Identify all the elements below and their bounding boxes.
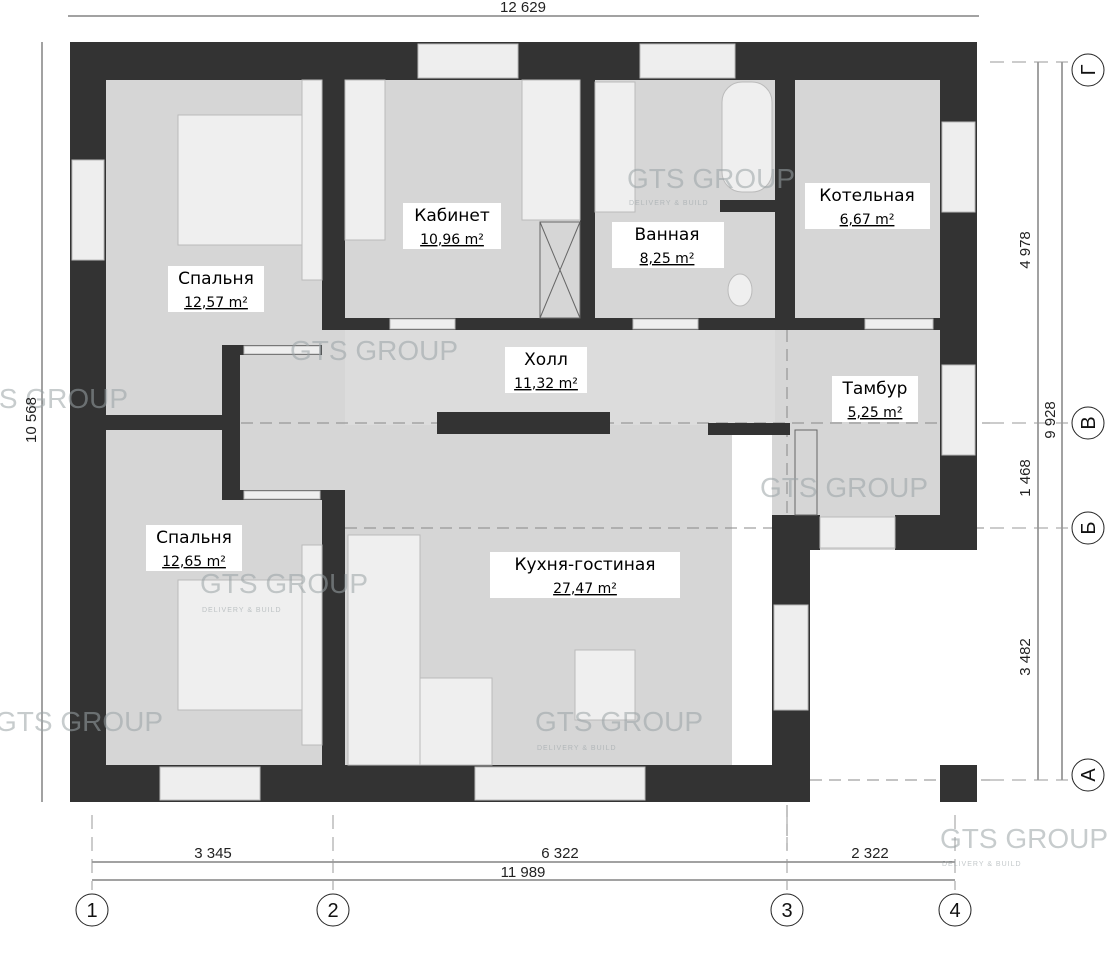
svg-text:10,96 m²: 10,96 m²	[420, 232, 484, 248]
room-kitchen-living: Кухня-гостиная 27,47 m²	[490, 552, 680, 598]
svg-text:GTS GROUP: GTS GROUP	[627, 163, 795, 194]
porch	[810, 550, 940, 765]
dining-table	[574, 649, 636, 721]
axis-markers	[75, 53, 1105, 927]
watermarks: GTS GROUP GTS GROUP GTS GROUP GTS GROUP …	[0, 163, 1108, 868]
sofa	[347, 534, 421, 766]
svg-text:DELIVERY & BUILD: DELIVERY & BUILD	[942, 861, 1022, 868]
svg-text:Тамбур: Тамбур	[842, 379, 908, 399]
svg-text:Холл: Холл	[524, 350, 568, 370]
svg-text:6 322: 6 322	[541, 845, 579, 862]
svg-text:2: 2	[327, 900, 338, 922]
room-bedroom-2: Спальня 12,65 m²	[146, 525, 242, 571]
svg-text:4: 4	[949, 900, 960, 922]
furniture	[177, 79, 818, 766]
svg-text:DELIVERY & BUILD: DELIVERY & BUILD	[629, 200, 709, 207]
svg-text:27,47 m²: 27,47 m²	[553, 581, 617, 597]
svg-text:GTS GROUP: GTS GROUP	[290, 335, 458, 366]
bed-bottom	[177, 579, 322, 711]
svg-text:12,65 m²: 12,65 m²	[162, 554, 226, 570]
room-bedroom-1: Спальня 12,57 m²	[168, 266, 264, 312]
svg-text:3: 3	[781, 900, 792, 922]
svg-text:GTS GROUP: GTS GROUP	[200, 568, 368, 599]
svg-text:5,25 m²: 5,25 m²	[848, 405, 903, 421]
svg-text:3 482: 3 482	[1017, 638, 1034, 676]
axis-labels: 1 2 3 4 Г В Б А	[86, 64, 1100, 922]
svg-text:6,67 m²: 6,67 m²	[840, 212, 895, 228]
room-boiler: Котельная 6,67 m²	[805, 183, 930, 229]
svg-text:GTS GROUP: GTS GROUP	[0, 383, 128, 414]
desk	[344, 79, 386, 241]
bathtub	[721, 81, 773, 193]
svg-text:GTS GROUP: GTS GROUP	[535, 706, 703, 737]
svg-text:Г: Г	[1078, 64, 1100, 75]
svg-text:12 629: 12 629	[500, 0, 546, 16]
windows	[71, 43, 976, 801]
room-bathroom: Ванная 8,25 m²	[612, 222, 724, 268]
room-hall: Холл 11,32 m²	[505, 347, 587, 393]
svg-text:Котельная: Котельная	[819, 186, 914, 206]
dimension-texts: 12 629 10 568 3 345 6 322 2 322 11 989 4…	[23, 0, 1059, 881]
svg-text:Спальня: Спальня	[178, 269, 254, 289]
svg-text:Спальня: Спальня	[156, 528, 232, 548]
svg-text:GTS GROUP: GTS GROUP	[940, 823, 1108, 854]
room-vestibule: Тамбур 5,25 m²	[832, 376, 918, 422]
svg-text:В: В	[1078, 416, 1100, 429]
svg-text:9 928: 9 928	[1042, 401, 1059, 439]
svg-text:1: 1	[86, 900, 97, 922]
kitchen-niche	[732, 435, 772, 765]
wardrobe	[521, 79, 581, 221]
svg-text:Б: Б	[1078, 521, 1100, 534]
room-labels: Спальня 12,57 m² Кабинет 10,96 m² Ванная…	[146, 183, 930, 598]
svg-text:12,57 m²: 12,57 m²	[184, 295, 248, 311]
svg-text:DELIVERY & BUILD: DELIVERY & BUILD	[537, 745, 617, 752]
svg-text:GTS GROUP: GTS GROUP	[760, 472, 928, 503]
svg-text:Ванная: Ванная	[635, 225, 700, 245]
svg-text:А: А	[1078, 768, 1100, 782]
sink	[594, 81, 636, 213]
svg-text:Кухня-гостиная: Кухня-гостиная	[514, 555, 655, 575]
dimension-lines	[41, 15, 1068, 890]
svg-text:11 989: 11 989	[501, 864, 546, 881]
svg-text:10 568: 10 568	[23, 397, 40, 443]
svg-text:GTS GROUP: GTS GROUP	[0, 706, 163, 737]
svg-text:8,25 m²: 8,25 m²	[640, 251, 695, 267]
svg-text:4 978: 4 978	[1017, 231, 1034, 269]
svg-text:11,32 m²: 11,32 m²	[514, 376, 578, 392]
svg-text:1 468: 1 468	[1017, 459, 1034, 497]
svg-text:3 345: 3 345	[194, 845, 232, 862]
svg-text:Кабинет: Кабинет	[414, 206, 490, 226]
svg-text:2 322: 2 322	[851, 845, 889, 862]
svg-text:DELIVERY & BUILD: DELIVERY & BUILD	[202, 607, 282, 614]
bed-top	[177, 114, 322, 246]
toilet	[727, 273, 753, 307]
room-office: Кабинет 10,96 m²	[403, 203, 501, 249]
